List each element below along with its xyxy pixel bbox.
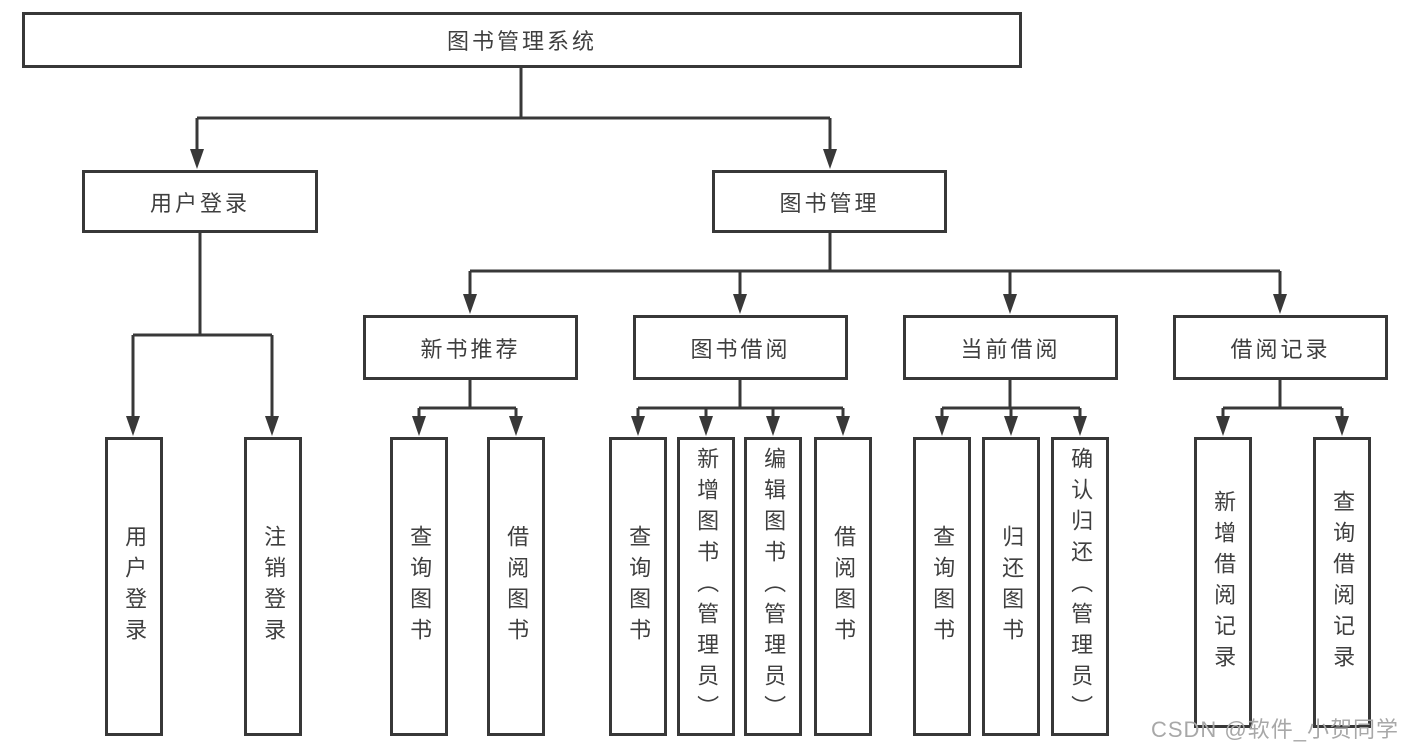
leaf-borrow-books: 借阅图书 (814, 437, 872, 736)
leaf-add-books-admin: 新增图书（管理员） (677, 437, 735, 736)
leaf-query-books-recommend: 查询图书 (390, 437, 448, 736)
leaf-borrow-books-recommend: 借阅图书 (487, 437, 545, 736)
leaf-query-books-current: 查询图书 (913, 437, 971, 736)
arrowheads (126, 149, 1349, 436)
leaf-query-books-borrow: 查询图书 (609, 437, 667, 736)
leaf-logout: 注销登录 (244, 437, 302, 736)
node-current-borrow: 当前借阅 (903, 315, 1118, 380)
node-new-book-recommend: 新书推荐 (363, 315, 578, 380)
node-user-login: 用户登录 (82, 170, 318, 233)
leaf-confirm-return-admin: 确认归还（管理员） (1051, 437, 1109, 736)
node-book-management: 图书管理 (712, 170, 947, 233)
leaf-user-login: 用户登录 (105, 437, 163, 736)
leaf-query-borrow-record: 查询借阅记录 (1313, 437, 1371, 728)
node-library-management-system: 图书管理系统 (22, 12, 1022, 68)
leaf-edit-books-admin: 编辑图书（管理员） (744, 437, 802, 736)
node-book-borrow: 图书借阅 (633, 315, 848, 380)
csdn-watermark: CSDN @软件_小贺同学 (1150, 717, 1399, 742)
node-borrow-records: 借阅记录 (1173, 315, 1388, 380)
leaf-add-borrow-record: 新增借阅记录 (1194, 437, 1252, 728)
leaf-return-books: 归还图书 (982, 437, 1040, 736)
